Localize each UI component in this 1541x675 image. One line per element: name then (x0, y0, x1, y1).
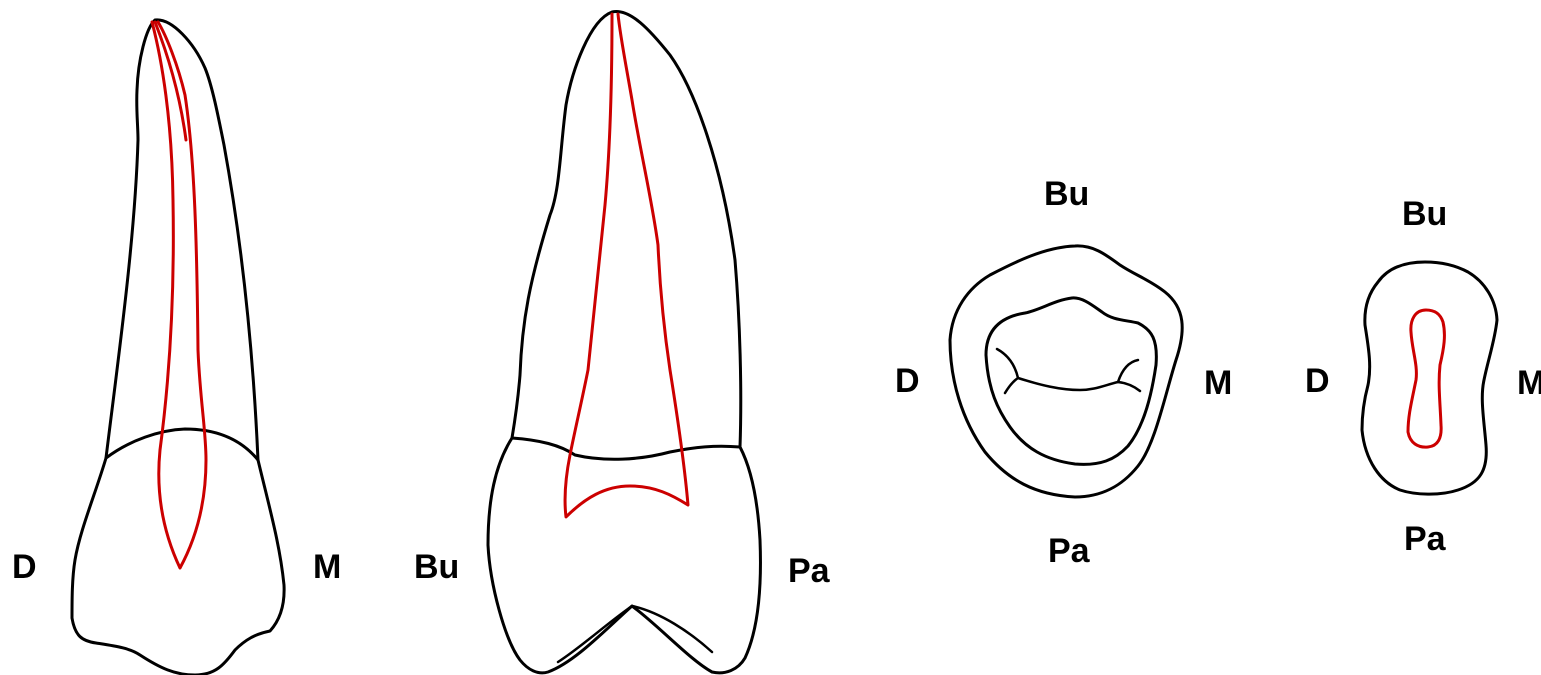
proximal-tooth-view (72, 20, 284, 675)
mesial-tooth-outline (488, 12, 760, 673)
occlusal-central-groove (1018, 378, 1118, 390)
occlusal-label-right: M (1204, 364, 1232, 402)
cross-section-outline (1362, 262, 1497, 494)
mesial-cusp-groove-left (558, 606, 632, 662)
occlusal-groove-right-upper (1118, 360, 1138, 382)
cross-section-label-bottom: Pa (1404, 520, 1447, 558)
occlusal-inner-outline (986, 298, 1156, 464)
cross-section-label-right: M (1517, 364, 1541, 402)
occlusal-groove-left-lower (1005, 378, 1018, 393)
cross-section-label-left: D (1305, 362, 1330, 400)
mesial-tooth-view (488, 12, 760, 673)
cross-section-canal (1408, 310, 1444, 447)
view-labels: D M Bu Pa Bu D M Pa Bu D M Pa (12, 175, 1541, 590)
occlusal-label-top: Bu (1044, 175, 1089, 213)
occlusal-groove-left-upper (997, 349, 1018, 378)
proximal-label-right: M (313, 548, 341, 586)
mesial-cej-line (512, 438, 740, 459)
occlusal-label-bottom: Pa (1048, 532, 1091, 570)
occlusal-tooth-view (950, 246, 1182, 497)
proximal-label-left: D (12, 548, 37, 586)
mesial-label-right: Pa (788, 552, 831, 590)
occlusal-groove-right-lower (1118, 382, 1140, 391)
occlusal-label-left: D (895, 362, 920, 400)
mesial-root-canal (565, 14, 688, 517)
mesial-label-left: Bu (414, 548, 459, 586)
mesial-cusp-groove-right (632, 606, 712, 652)
cross-section-label-top: Bu (1402, 195, 1447, 233)
occlusal-outer-outline (950, 246, 1182, 497)
cross-section-tooth-view (1362, 262, 1497, 494)
proximal-cej-line (106, 429, 258, 460)
proximal-tooth-outline (72, 20, 284, 675)
